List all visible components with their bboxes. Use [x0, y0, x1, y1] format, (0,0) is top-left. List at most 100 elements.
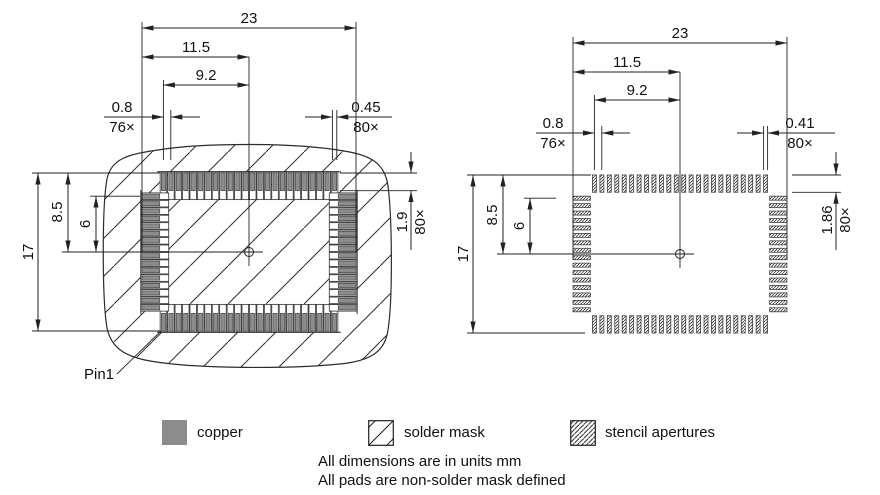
pad — [141, 193, 161, 199]
dim-half-width: 11.5 — [573, 54, 680, 75]
pad — [302, 313, 308, 332]
pad — [141, 283, 161, 288]
pad — [337, 253, 357, 259]
pad — [769, 195, 788, 201]
dim-label: 17 — [20, 244, 37, 261]
pad — [190, 172, 196, 191]
pad — [769, 262, 788, 268]
dim-label: 1.86 — [819, 205, 836, 234]
pad — [636, 315, 642, 334]
pad — [755, 174, 761, 193]
legend-copper-label: copper — [197, 424, 243, 441]
pad — [769, 255, 788, 261]
pad — [572, 255, 591, 261]
pad — [190, 313, 196, 332]
pad — [748, 315, 754, 334]
pad — [168, 172, 174, 191]
pad — [629, 315, 635, 334]
pad — [696, 315, 701, 334]
pad — [332, 172, 338, 191]
pad — [725, 315, 731, 334]
pad — [769, 225, 788, 231]
dim-pad-length: 1.86 80× — [819, 152, 854, 250]
drawing-notes: All dimensions are in units mm All pads … — [318, 452, 566, 490]
pad — [718, 174, 724, 193]
pad — [711, 174, 716, 193]
pad — [205, 172, 211, 191]
pad — [141, 275, 161, 281]
pad — [337, 223, 357, 229]
dim-label: 0.41 — [785, 115, 814, 132]
copper-solder-mask-view: 23 11.5 9.2 0.8 76× 0.45 80× 17 8.5 — [20, 10, 429, 383]
pad — [205, 313, 211, 332]
pad — [317, 313, 323, 332]
pad — [337, 208, 357, 214]
pad — [141, 245, 161, 251]
pad — [572, 299, 591, 305]
pad — [294, 172, 300, 191]
pad — [769, 240, 788, 246]
pad — [141, 268, 161, 274]
pad — [257, 172, 263, 191]
dim-label: 0.8 — [543, 115, 564, 132]
dim-overall-height: 17 — [455, 175, 476, 333]
pad — [572, 285, 591, 290]
pad — [337, 297, 357, 303]
dim-label: 23 — [241, 10, 258, 27]
pad — [769, 285, 788, 290]
pad — [242, 172, 248, 191]
pad — [280, 313, 285, 332]
dim-pitch: 0.8 76× — [536, 115, 630, 152]
pad — [183, 172, 189, 191]
pad — [621, 315, 627, 334]
pad — [309, 313, 315, 332]
dim-label: 6 — [511, 222, 528, 230]
pad — [606, 174, 612, 193]
pad — [265, 172, 271, 191]
pad — [769, 210, 788, 216]
pad — [242, 313, 248, 332]
pad — [769, 270, 788, 276]
pad — [769, 307, 788, 313]
legend-solder-mask-label: solder mask — [404, 424, 485, 441]
pad — [175, 313, 181, 332]
pad — [302, 172, 308, 191]
pad — [572, 262, 591, 268]
dim-label: 23 — [672, 25, 689, 42]
pad — [572, 247, 591, 253]
pad — [696, 174, 701, 193]
pad — [769, 292, 788, 298]
pad — [332, 313, 338, 332]
pad — [324, 313, 330, 332]
dim-row-span: 9.2 — [163, 67, 249, 88]
copper-swatch-icon — [162, 420, 187, 445]
pad — [141, 253, 161, 259]
pin1-callout: Pin1 — [84, 330, 162, 383]
pad — [213, 313, 218, 332]
pad — [141, 290, 161, 296]
pad — [666, 315, 672, 334]
dim-label: 9.2 — [196, 67, 217, 84]
stencil-swatch-icon — [570, 420, 596, 446]
pad — [711, 315, 716, 334]
pad — [748, 174, 754, 193]
pad — [659, 174, 664, 193]
pad — [141, 223, 161, 229]
pad — [572, 195, 591, 201]
pad — [572, 270, 591, 276]
pad — [227, 172, 233, 191]
pad — [606, 315, 612, 334]
dim-count: 76× — [109, 119, 134, 136]
pad — [227, 313, 233, 332]
pad — [337, 260, 357, 266]
pad — [272, 313, 278, 332]
pad — [769, 247, 788, 253]
legend-stencil-label: stencil apertures — [605, 424, 716, 441]
pad — [688, 174, 694, 193]
pad — [141, 305, 161, 311]
dim-col-span: 6 — [77, 196, 99, 252]
pad — [636, 174, 642, 193]
pad — [763, 174, 768, 193]
pad — [572, 292, 591, 298]
pad — [681, 174, 687, 193]
